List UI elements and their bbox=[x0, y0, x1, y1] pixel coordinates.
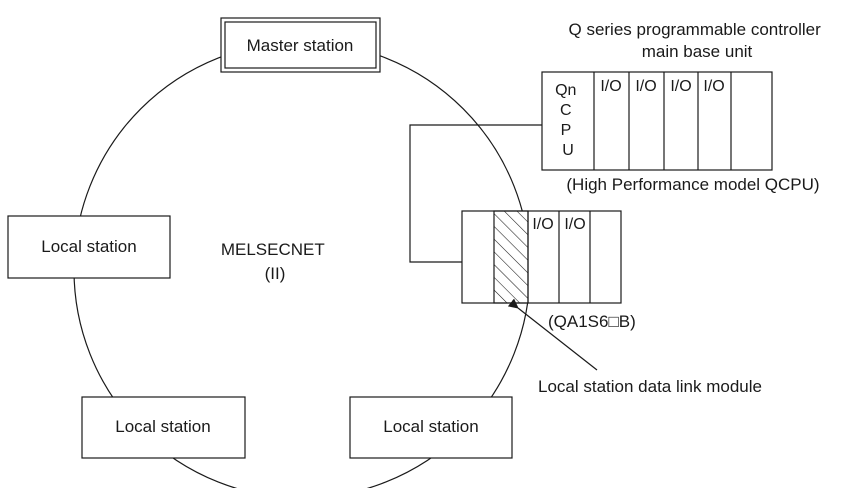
local-station-bottom-right: Local station bbox=[349, 396, 513, 459]
network-label: MELSECNET (II) bbox=[221, 240, 329, 283]
master-station: Master station bbox=[220, 17, 381, 73]
cpu-module-label: Qn C P U bbox=[555, 82, 581, 159]
main-base-caption: Q series programmable controller main ba… bbox=[569, 20, 826, 61]
cpu-label-c: C bbox=[560, 102, 572, 119]
main-io-slot-4: I/O bbox=[703, 78, 724, 95]
main-io-slot-1: I/O bbox=[600, 78, 621, 95]
extension-cable bbox=[409, 124, 542, 263]
network-name-suffix: (II) bbox=[265, 264, 286, 283]
local-station-left: Local station bbox=[7, 215, 171, 279]
extension-base-unit: I/O I/O bbox=[461, 210, 622, 304]
ext-io-slot-1: I/O bbox=[532, 216, 553, 233]
extension-base-model-caption: (QA1S6□B) bbox=[548, 312, 636, 331]
cpu-label-qn: Qn bbox=[555, 82, 576, 99]
local-station-bottom-right-label: Local station bbox=[383, 417, 478, 436]
cpu-label-p: P bbox=[561, 122, 571, 139]
cpu-label-u: U bbox=[562, 142, 574, 159]
data-link-module bbox=[493, 210, 529, 304]
main-io-slot-3: I/O bbox=[670, 78, 691, 95]
data-link-module-label: Local station data link module bbox=[538, 377, 762, 396]
main-base-caption-line2: main base unit bbox=[642, 42, 753, 61]
local-station-bottom-left-label: Local station bbox=[115, 417, 210, 436]
ext-io-slot-2: I/O bbox=[564, 216, 585, 233]
main-base-unit: Qn C P U I/O I/O I/O I/O bbox=[541, 71, 773, 171]
local-station-bottom-left: Local station bbox=[81, 396, 246, 459]
main-io-slot-2: I/O bbox=[635, 78, 656, 95]
main-base-model-caption: (High Performance model QCPU) bbox=[566, 175, 819, 194]
master-station-label: Master station bbox=[247, 36, 354, 55]
main-base-caption-line1: Q series programmable controller bbox=[569, 20, 822, 39]
data-link-module-leader bbox=[507, 298, 598, 371]
local-station-left-label: Local station bbox=[41, 237, 136, 256]
network-name: MELSECNET bbox=[221, 240, 325, 259]
